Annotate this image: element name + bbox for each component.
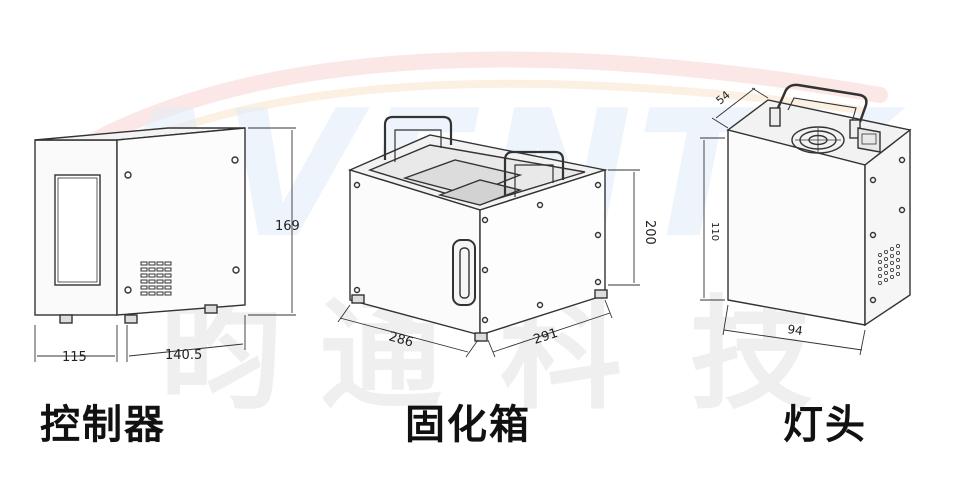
curing-box-caption: 固化箱 bbox=[405, 402, 531, 448]
lamp-head-width-label: 94 bbox=[787, 322, 804, 338]
curing-box-drawing bbox=[337, 115, 640, 358]
curing-box-depth-label: 291 bbox=[532, 326, 560, 348]
lamp-head-height-label: 110 bbox=[709, 222, 720, 241]
controller-width-label: 115 bbox=[62, 350, 87, 365]
controller-drawing bbox=[34, 127, 296, 362]
lamp-head-caption: 灯头 bbox=[783, 402, 867, 448]
curing-box-height-label: 200 bbox=[642, 220, 657, 245]
controller-height-label: 169 bbox=[275, 219, 300, 234]
controller-caption: 控制器 bbox=[40, 402, 166, 448]
curing-box-width-label: 286 bbox=[387, 329, 415, 350]
controller-depth-label: 140.5 bbox=[165, 348, 202, 363]
lamp-head-drawing bbox=[700, 83, 912, 356]
